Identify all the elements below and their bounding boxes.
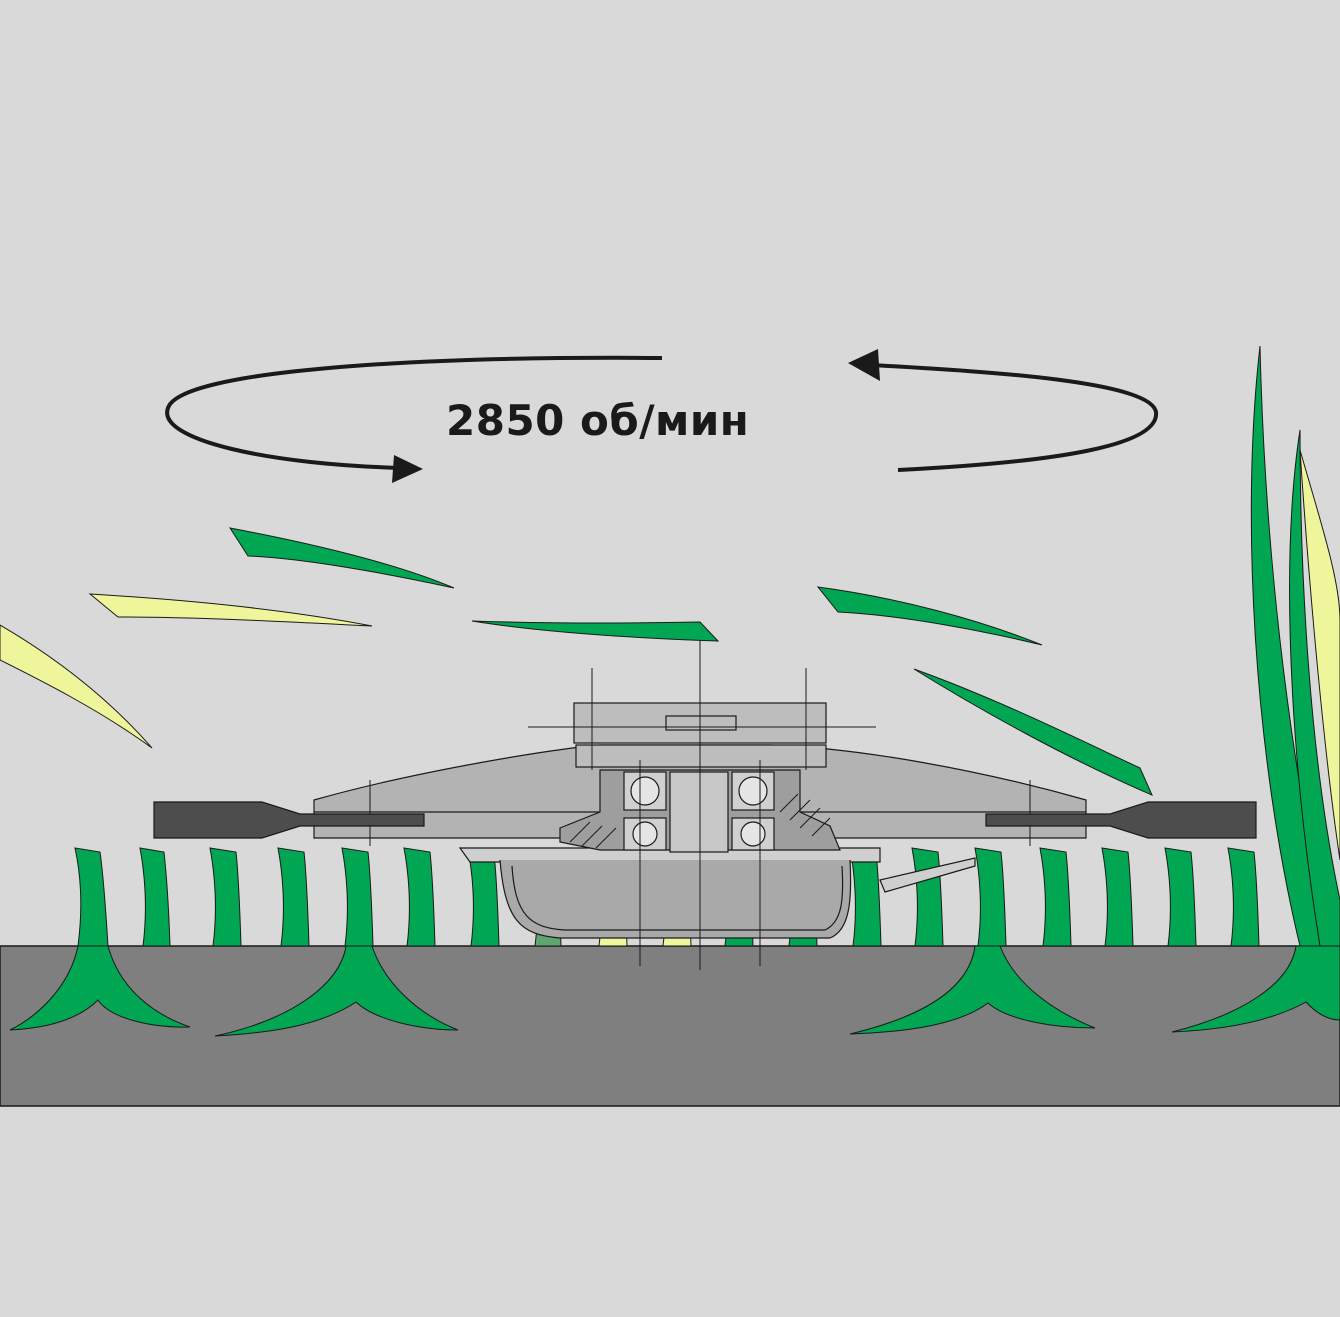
tall-grass (1250, 345, 1340, 947)
flying-clippings (0, 527, 1153, 796)
grass-roots (9, 945, 1340, 1037)
rotary-blade-icon (153, 801, 1257, 839)
arrowhead-left (392, 455, 423, 483)
ground-strip (0, 945, 1340, 1107)
rotation-speed-label: 2850 об/мин (446, 396, 750, 445)
arrowhead-right (848, 349, 880, 381)
rotary-cutter (313, 640, 1087, 970)
rotation-arrow-icon (165, 355, 1159, 472)
